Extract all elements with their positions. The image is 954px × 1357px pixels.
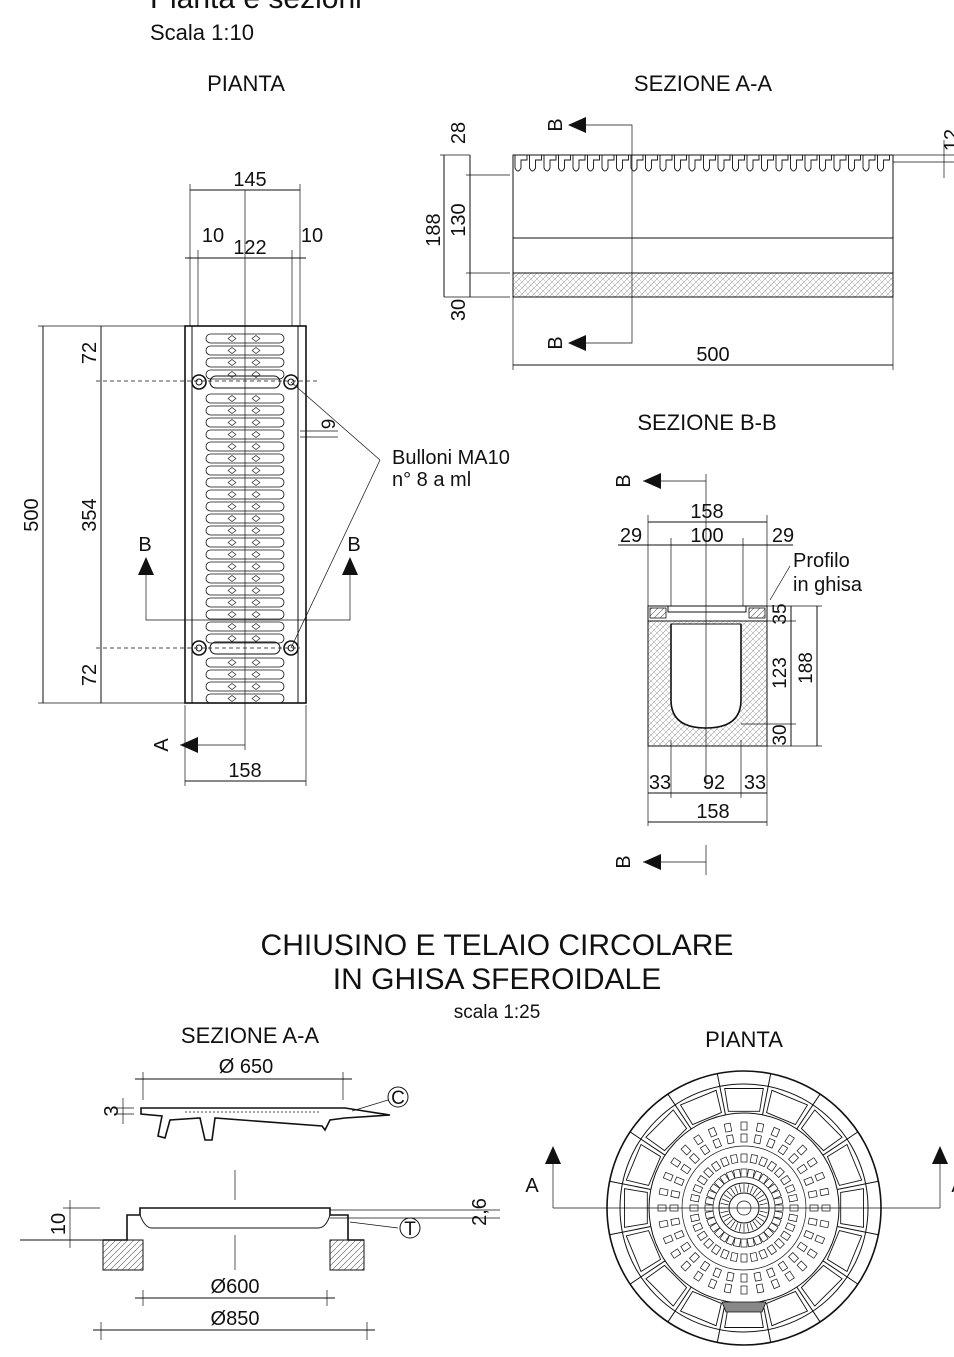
plan-b-left: B — [138, 534, 151, 556]
bb-b-top: B — [613, 474, 635, 487]
manhole-scale: scala 1:25 — [454, 1002, 541, 1023]
dim-123: 123 — [770, 657, 791, 689]
manhole-title-1: CHIUSINO E TELAIO CIRCOLARE — [261, 929, 734, 962]
dim-92: 92 — [703, 772, 725, 794]
dim-850: Ø850 — [211, 1308, 260, 1330]
dim-35: 35 — [770, 603, 791, 624]
c-label: C — [391, 1088, 405, 1109]
profile-label-1: Profilo — [793, 550, 850, 572]
manhole-section-title: SEZIONE A-A — [181, 1023, 319, 1048]
dim-72-top: 72 — [79, 342, 101, 364]
dim-158-plan: 158 — [228, 760, 261, 782]
channel-plan: PIANTA 145 10 122 10 500 — [21, 71, 510, 786]
dim-145: 145 — [233, 169, 266, 191]
dim-650: Ø 650 — [219, 1056, 273, 1078]
dim-158-bb-top: 158 — [690, 501, 723, 523]
dim-9: 9 — [319, 419, 340, 430]
dim-188-aa: 188 — [423, 213, 445, 246]
dim-10-left: 10 — [202, 225, 224, 247]
dim-500-aa: 500 — [696, 344, 729, 366]
aa-b-bottom: B — [545, 336, 567, 349]
bb-b-bottom: B — [613, 855, 635, 868]
t-label: T — [404, 1219, 416, 1240]
dim-130: 130 — [448, 203, 470, 236]
dim-122: 122 — [233, 237, 266, 259]
plan-b-right: B — [347, 534, 360, 556]
bolts-count: n° 8 a ml — [392, 469, 471, 491]
bolt-holes — [191, 374, 299, 656]
dim-158-bb-bottom: 158 — [696, 801, 729, 823]
manhole-plan-title: PIANTA — [705, 1027, 783, 1052]
manhole-title-2: IN GHISA SFEROIDALE — [333, 963, 661, 996]
dim-100: 100 — [690, 525, 723, 547]
dim-28: 28 — [448, 122, 470, 144]
manhole-drawing: CHIUSINO E TELAIO CIRCOLARE IN GHISA SFE… — [20, 929, 954, 1346]
channel-section-aa: SEZIONE A-A 28 188 130 30 12 B B 500 — [423, 71, 954, 370]
dim-2-6: 2,6 — [469, 1198, 491, 1226]
bolts-label: Bulloni MA10 — [392, 447, 510, 469]
plan-a-right: A — [951, 1175, 954, 1197]
channel-section-bb: SEZIONE B-B 158 29 100 29 Profilo in ghi… — [613, 410, 863, 875]
dim-188-bb: 188 — [796, 652, 817, 684]
dim-72-bottom: 72 — [79, 664, 101, 686]
dim-500: 500 — [21, 498, 43, 531]
drawing-scale: Scala 1:10 — [150, 20, 254, 45]
plan-title: PIANTA — [207, 71, 285, 96]
dim-33-right: 33 — [744, 772, 766, 794]
dim-29-left: 29 — [620, 525, 642, 547]
section-aa-title: SEZIONE A-A — [634, 71, 772, 96]
dim-354: 354 — [79, 498, 101, 531]
plan-a: A — [151, 738, 173, 752]
profile-label-2: in ghisa — [793, 574, 863, 596]
plan-a-left: A — [525, 1175, 539, 1197]
aa-b-top: B — [545, 118, 567, 131]
drawing-title: Pianta e sezioni — [150, 0, 362, 15]
dim-10-right: 10 — [301, 225, 323, 247]
dim-10-manhole: 10 — [48, 1213, 70, 1235]
dim-30-bb: 30 — [770, 724, 791, 745]
dim-29-right: 29 — [772, 525, 794, 547]
dim-600: Ø600 — [211, 1276, 260, 1298]
dim-33-left: 33 — [649, 772, 671, 794]
dim-3: 3 — [101, 1105, 123, 1116]
dim-12: 12 — [941, 129, 954, 151]
section-bb-title: SEZIONE B-B — [637, 410, 776, 435]
dim-30-aa: 30 — [448, 299, 470, 321]
